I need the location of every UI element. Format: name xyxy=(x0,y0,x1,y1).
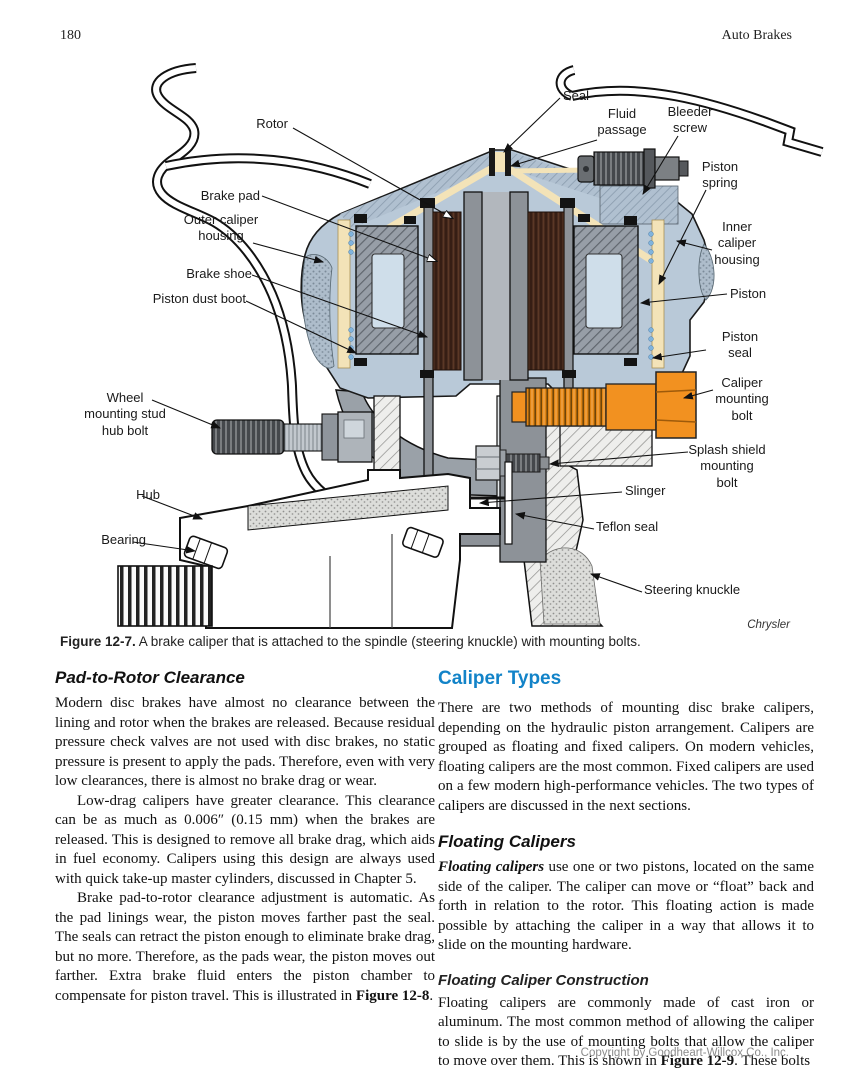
label-outer-caliper-housing: Outer caliper housing xyxy=(183,212,259,244)
figure-caption-label: Figure 12-7. xyxy=(60,634,136,649)
brake-caliper-diagram xyxy=(117,63,824,629)
figure-caption: Figure 12-7. A brake caliper that is att… xyxy=(60,634,800,649)
label-splash-shield-bolt: Splash shield mounting bolt xyxy=(688,442,766,490)
brake-lining-left xyxy=(432,211,462,371)
right-column-heading: Caliper Types xyxy=(438,668,562,689)
paragraph-text: . xyxy=(429,987,434,1004)
seals-and-springs xyxy=(348,198,654,378)
paragraph: Floating calipers are commonly made of c… xyxy=(438,994,814,1072)
left-column-heading: Pad-to-Rotor Clearance xyxy=(55,668,245,687)
brake-lining-right xyxy=(527,211,565,371)
brake-shoe-right xyxy=(651,219,665,369)
figure-reference: Figure 12-8 xyxy=(355,987,430,1004)
header-title: Auto Brakes xyxy=(721,28,792,43)
paragraph-text: Brake pad-to-rotor clearance adjustment … xyxy=(55,890,435,1004)
piston-right xyxy=(573,225,639,355)
right-column: Caliper Types There are two methods of m… xyxy=(438,668,814,1072)
left-column: Pad-to-Rotor Clearance Modern disc brake… xyxy=(55,668,435,1006)
paragraph: There are two methods of mounting disc b… xyxy=(438,700,814,814)
spindle-threads xyxy=(117,565,213,627)
seal-part xyxy=(489,148,495,176)
figure-12-7: Seal Fluid passage Bleeder screw Rotor P… xyxy=(60,63,824,649)
page-number: 180 xyxy=(60,28,81,43)
teflon-seal-part xyxy=(504,461,513,545)
label-brake-shoe: Brake shoe xyxy=(186,266,252,281)
label-piston-spring: Piston spring xyxy=(701,159,739,191)
label-bearing: Bearing xyxy=(101,532,146,547)
piston-left xyxy=(355,225,419,355)
label-hub: Hub xyxy=(136,487,160,502)
label-piston-seal: Piston seal xyxy=(721,329,759,361)
label-piston: Piston xyxy=(730,286,767,301)
paragraph: Brake pad-to-rotor clearance adjustment … xyxy=(55,889,435,1006)
label-inner-caliper-housing: Inner caliper housing xyxy=(714,219,760,267)
label-teflon-seal: Teflon seal xyxy=(596,519,659,534)
label-seal: Seal xyxy=(563,88,590,103)
label-bleeder-screw: Bleeder screw xyxy=(667,104,713,136)
label-fluid-passage: Fluid passage xyxy=(597,106,647,138)
paragraph-text: . These bolts xyxy=(734,1053,811,1069)
key-term: Floating calipers xyxy=(438,859,545,875)
copyright-footer: Copyright by Goodheart-Willcox Co., Inc. xyxy=(580,1047,789,1059)
bleeder-screw-part xyxy=(577,148,689,189)
label-piston-dust-boot: Piston dust boot xyxy=(152,291,246,306)
brake-shoe-left xyxy=(337,219,351,369)
label-rotor: Rotor xyxy=(256,116,288,131)
hub-part xyxy=(117,395,501,629)
label-brake-pad: Brake pad xyxy=(200,188,260,203)
figure-credit: Chrysler xyxy=(747,619,790,631)
paragraph: Floating calipers use one or two pistons… xyxy=(438,858,814,956)
label-slinger: Slinger xyxy=(625,483,666,498)
figure-caption-text: A brake caliper that is attached to the … xyxy=(135,634,641,649)
splash-shield-bolt-part xyxy=(475,445,550,481)
paragraph: Low-drag calipers have greater clearance… xyxy=(55,792,435,887)
figure-reference: Figure 12-9 xyxy=(660,1053,735,1069)
label-steering-knuckle: Steering knuckle xyxy=(644,582,741,597)
paragraph: Modern disc brakes have almost no cleara… xyxy=(55,695,435,789)
paragraph-text: Floating calipers are commonly made of c… xyxy=(438,994,814,1070)
floating-calipers-heading: Floating Calipers xyxy=(438,832,576,851)
floating-caliper-construction-heading: Floating Caliper Construction xyxy=(438,971,649,989)
leader-lines xyxy=(132,97,728,593)
label-wheel-mounting-stud: Wheel mounting stud hub bolt xyxy=(84,390,166,438)
paragraph-text: use one or two pistons, located on the s… xyxy=(438,859,814,953)
label-caliper-mounting-bolt: Caliper mounting bolt xyxy=(715,375,769,423)
wheel-stud-part xyxy=(211,411,373,463)
